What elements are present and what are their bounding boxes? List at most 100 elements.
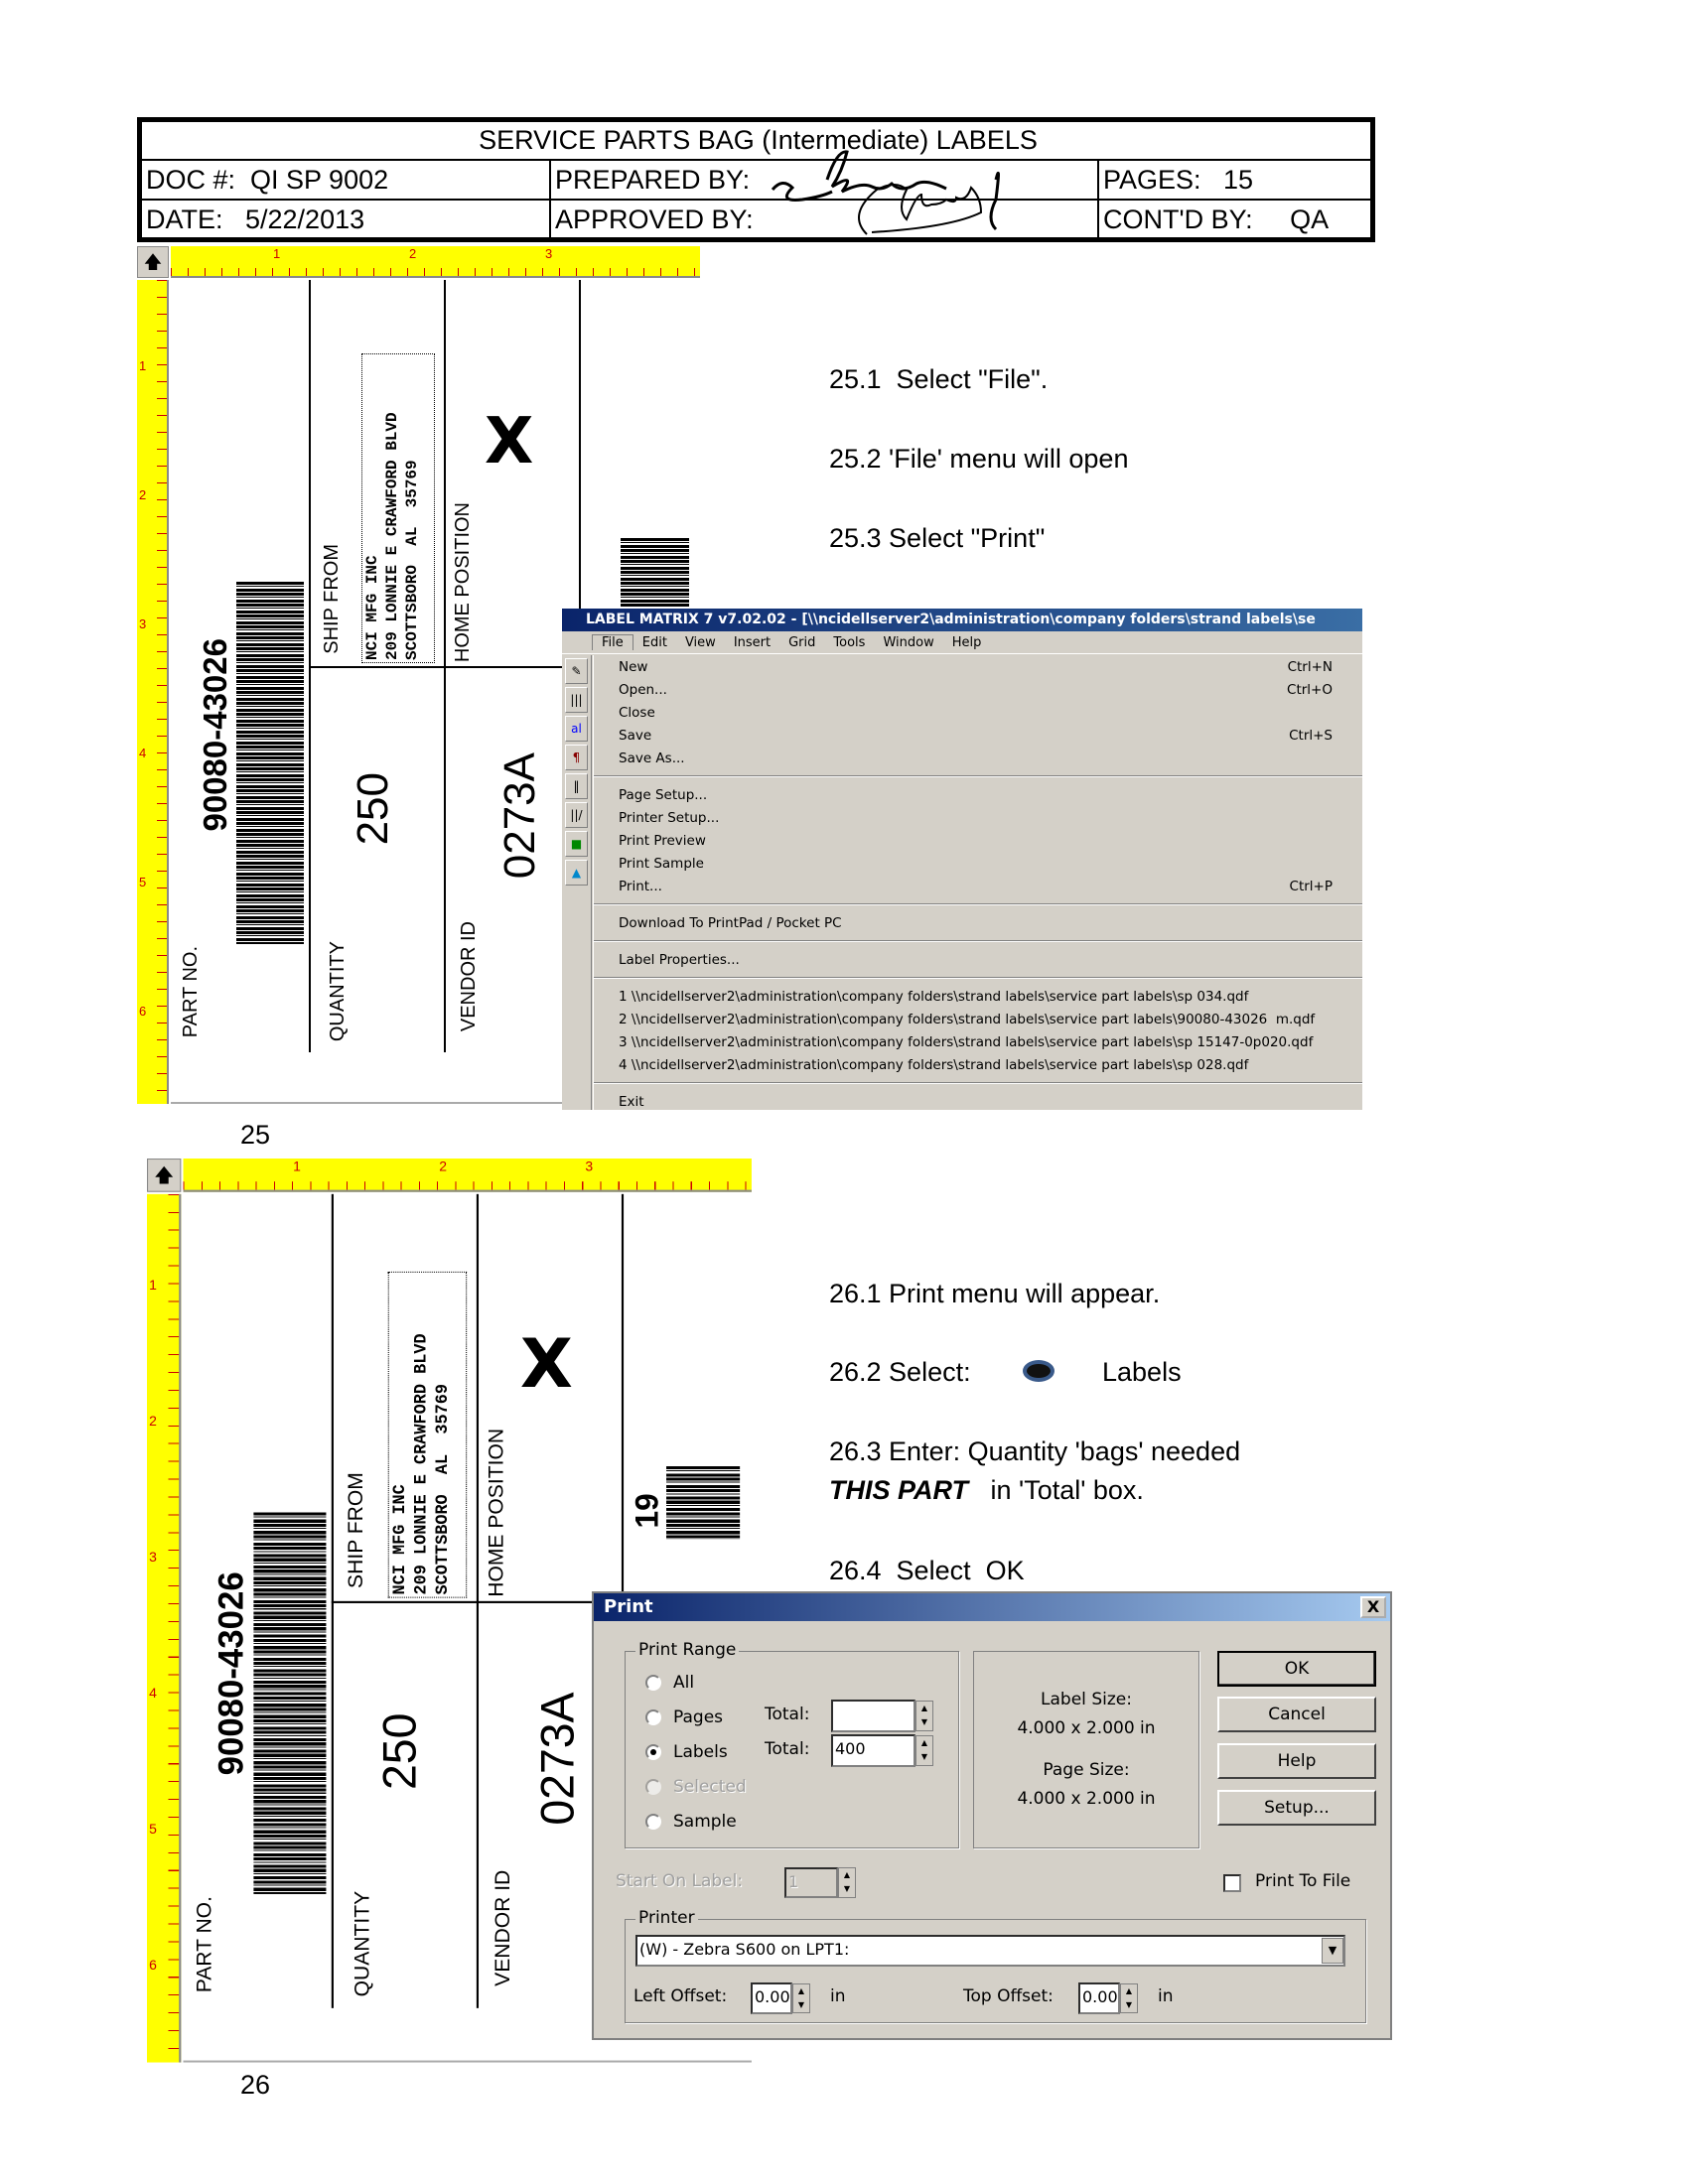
label-matrix-window: LABEL MATRIX 7 v7.02.02 - [\\ncidellserv… [562,609,1362,1110]
left-offset-spinner[interactable]: ▲▼ [792,1983,810,2013]
ruler-tick-label: 1 [293,1159,301,1174]
part-no-label: PART NO. [180,946,202,1038]
menu-item[interactable]: 4 \\ncidellserver2\administration\compan… [594,1053,1362,1076]
chevron-down-icon[interactable]: ▼ [1322,1938,1343,1964]
pages-spinner[interactable]: ▲▼ [915,1701,933,1731]
menu-item[interactable]: 3 \\ncidellserver2\administration\compan… [594,1030,1362,1053]
menu-item[interactable]: Print...Ctrl+P [594,875,1362,897]
address-line: SCOTTSBORO AL 35769 [432,1383,453,1595]
ruler-tick-label: 2 [439,1159,448,1174]
start-on-label-input: 1 [784,1867,838,1898]
top-offset-input[interactable]: 0.00 [1078,1982,1120,2014]
menu-tools[interactable]: Tools [833,634,866,650]
radio-all[interactable] [645,1675,661,1691]
left-offset-unit: in [830,1986,846,2006]
setup-button[interactable]: Setup... [1217,1790,1376,1826]
menu-item-label: 2 \\ncidellserver2\administration\compan… [619,1011,1316,1027]
quantity-label: QUANTITY [351,1890,374,1997]
menu-item-shortcut: Ctrl+P [1289,878,1333,894]
part-number: 90080-43026 [197,638,233,832]
instruction-25-2: 25.2 'File' menu will open [829,444,1129,474]
doc-number: DOC #: QI SP 9002 [146,164,389,195]
print-to-file-checkbox[interactable] [1223,1874,1241,1892]
address-line: 209 LONNIE E CRAWFORD BLVD [411,1333,431,1595]
left-offset-input[interactable]: 0.00 [751,1982,792,2014]
barcode-partial [666,1465,741,1540]
text-tool-icon[interactable]: al [565,716,588,742]
left-offset-label: Left Offset: [633,1986,728,2006]
home-position-label: HOME POSITION [452,502,474,663]
menu-item[interactable]: 2 \\ncidellserver2\administration\compan… [594,1008,1362,1030]
image-tool-icon[interactable]: ▲ [565,860,588,886]
radio-selected [645,1779,661,1795]
menu-view[interactable]: View [684,634,716,650]
radio-labels[interactable] [645,1744,661,1760]
up-arrow-icon[interactable]: 🡅 [137,246,169,278]
labels-spinner[interactable]: ▲▼ [915,1735,933,1766]
radio-selected-icon [1023,1360,1055,1382]
menu-file[interactable]: File [592,634,633,650]
menu-item[interactable]: Exit [594,1090,1362,1110]
emphasis-this-part: THIS PART [829,1475,969,1505]
instruction-26-4: 26.4 Select OK [829,1556,1025,1585]
menu-item[interactable]: New Ctrl+N [594,655,1362,678]
dialog-title: Print [594,1593,1390,1621]
barcode [253,1512,327,1894]
radio-pages[interactable] [645,1709,661,1725]
size-info-group: Label Size: 4.000 x 2.000 in Page Size: … [973,1651,1199,1848]
menu-item-label: 1 \\ncidellserver2\administration\compan… [619,988,1249,1005]
pages-total-input[interactable] [831,1700,915,1732]
cancel-button[interactable]: Cancel [1217,1697,1376,1732]
top-offset-spinner[interactable]: ▲▼ [1120,1983,1138,2013]
barcode2-tool-icon[interactable]: ||/ [565,802,588,828]
top-offset-label: Top Offset: [963,1986,1054,2006]
menu-item[interactable]: 1 \\ncidellserver2\administration\compan… [594,985,1362,1008]
menu-item-label: Exit [619,1093,644,1110]
menu-item-label: New [619,658,648,675]
menu-item[interactable]: Page Setup... [594,783,1362,806]
barcode-tool-icon[interactable]: ||| [565,687,588,713]
help-button[interactable]: Help [1217,1743,1376,1779]
menu-item[interactable]: Download To PrintPad / Pocket PC [594,911,1362,934]
menu-item[interactable]: Print Sample [594,852,1362,875]
ruler-tick-label: 1 [149,1277,157,1293]
menu-item[interactable]: Printer Setup... [594,806,1362,829]
menu-item-label: Save [619,727,652,744]
menu-item[interactable]: Open...Ctrl+O [594,678,1362,701]
menu-window[interactable]: Window [883,634,934,650]
menu-item[interactable]: Save As... [594,747,1362,769]
up-arrow-icon[interactable]: 🡅 [147,1159,182,1192]
menu-item[interactable]: Close [594,701,1362,724]
page-step-number: 25 [240,1120,271,1150]
menu-insert[interactable]: Insert [733,634,772,650]
line-tool-icon[interactable]: ‖ [565,773,588,799]
menu-edit[interactable]: Edit [641,634,667,650]
menu-separator [594,775,1362,777]
page-size-label: Page Size: [1043,1760,1130,1780]
radio-sample[interactable] [645,1814,661,1830]
menu-help[interactable]: Help [951,634,982,650]
instruction-26-3: 26.3 Enter: Quantity 'bags' needed [829,1436,1241,1466]
close-button[interactable]: X [1360,1596,1386,1618]
radio-labels-label: Labels [673,1742,728,1762]
ruler-tick-label: 2 [139,487,147,502]
menu-separator [594,1082,1362,1084]
menu-item-label: Save As... [619,750,685,766]
menu-item-label: Page Setup... [619,786,708,803]
labels-total-input[interactable]: 400 [831,1734,915,1767]
menu-item[interactable]: Print Preview [594,829,1362,852]
printer-select[interactable]: (W) - Zebra S600 on LPT1: [635,1935,1345,1967]
chart-tool-icon[interactable]: ■ [565,831,588,857]
menu-item-shortcut: Ctrl+N [1287,658,1333,675]
paragraph-tool-icon[interactable]: ¶ [565,745,588,770]
menu-grid[interactable]: Grid [788,634,816,650]
pointer-tool-icon[interactable]: ✎ [565,658,588,684]
ruler-tick-label: 2 [149,1413,157,1429]
ruler-tick-label: 3 [585,1159,594,1174]
menu-item[interactable]: Label Properties... [594,948,1362,971]
ok-button[interactable]: OK [1217,1651,1376,1687]
approved-by-label: APPROVED BY: [555,204,754,234]
quantity-label: QUANTITY [327,941,349,1042]
menu-item-label: Download To PrintPad / Pocket PC [619,914,842,931]
